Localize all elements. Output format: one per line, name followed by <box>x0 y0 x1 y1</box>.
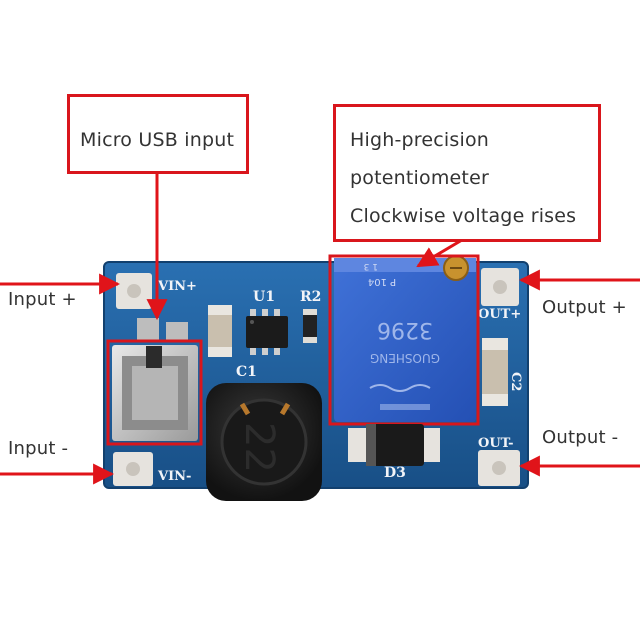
pad-vin-minus <box>113 452 153 486</box>
silk-vin-minus: VIN- <box>157 469 191 484</box>
pot-callout-line2: potentiometer <box>350 167 489 189</box>
pad-out-plus <box>481 268 519 306</box>
pad-out-minus <box>478 450 520 486</box>
trim-potentiometer: P 104 1 3 3296 GUOSHENG <box>334 255 476 422</box>
pot-code-small: 1 3 <box>364 261 378 271</box>
usb-callout-text: Micro USB input <box>80 129 235 151</box>
silk-d3: D3 <box>384 465 406 481</box>
silk-out-plus: OUT+ <box>478 307 521 322</box>
r2-resistor <box>303 309 317 343</box>
smd-capacitor-left <box>208 305 232 357</box>
input-plus-label: Input + <box>8 289 77 310</box>
usb-callout: Micro USB input <box>67 94 249 174</box>
pot-brand: GUOSHENG <box>370 351 440 365</box>
silk-c1: C1 <box>236 364 257 380</box>
pot-callout-arrow <box>416 238 463 268</box>
micro-usb-port <box>112 318 198 441</box>
silk-c2: C2 <box>508 372 523 391</box>
output-minus-label: Output - <box>542 427 619 448</box>
output-plus-label: Output + <box>542 297 627 318</box>
pad-vin-plus <box>116 273 152 309</box>
c2-capacitor <box>482 338 508 406</box>
silk-out-minus: OUT- <box>478 436 514 451</box>
u1-chip <box>246 309 288 355</box>
pot-code-top: P 104 <box>368 276 396 287</box>
silk-u1: U1 <box>253 289 275 305</box>
pot-callout-line1: High-precision <box>350 129 490 151</box>
potentiometer-callout: High-precision potentiometer Clockwise v… <box>333 104 601 242</box>
silk-r2: R2 <box>300 289 321 305</box>
inductor-marking: 22 <box>236 422 282 473</box>
input-minus-label: Input - <box>8 438 69 459</box>
pot-model: 3296 <box>377 317 433 342</box>
inductor: 22 <box>206 383 322 501</box>
silk-vin-plus: VIN+ <box>157 279 197 294</box>
pot-callout-line3: Clockwise voltage rises <box>350 205 577 227</box>
d3-diode <box>348 424 440 466</box>
